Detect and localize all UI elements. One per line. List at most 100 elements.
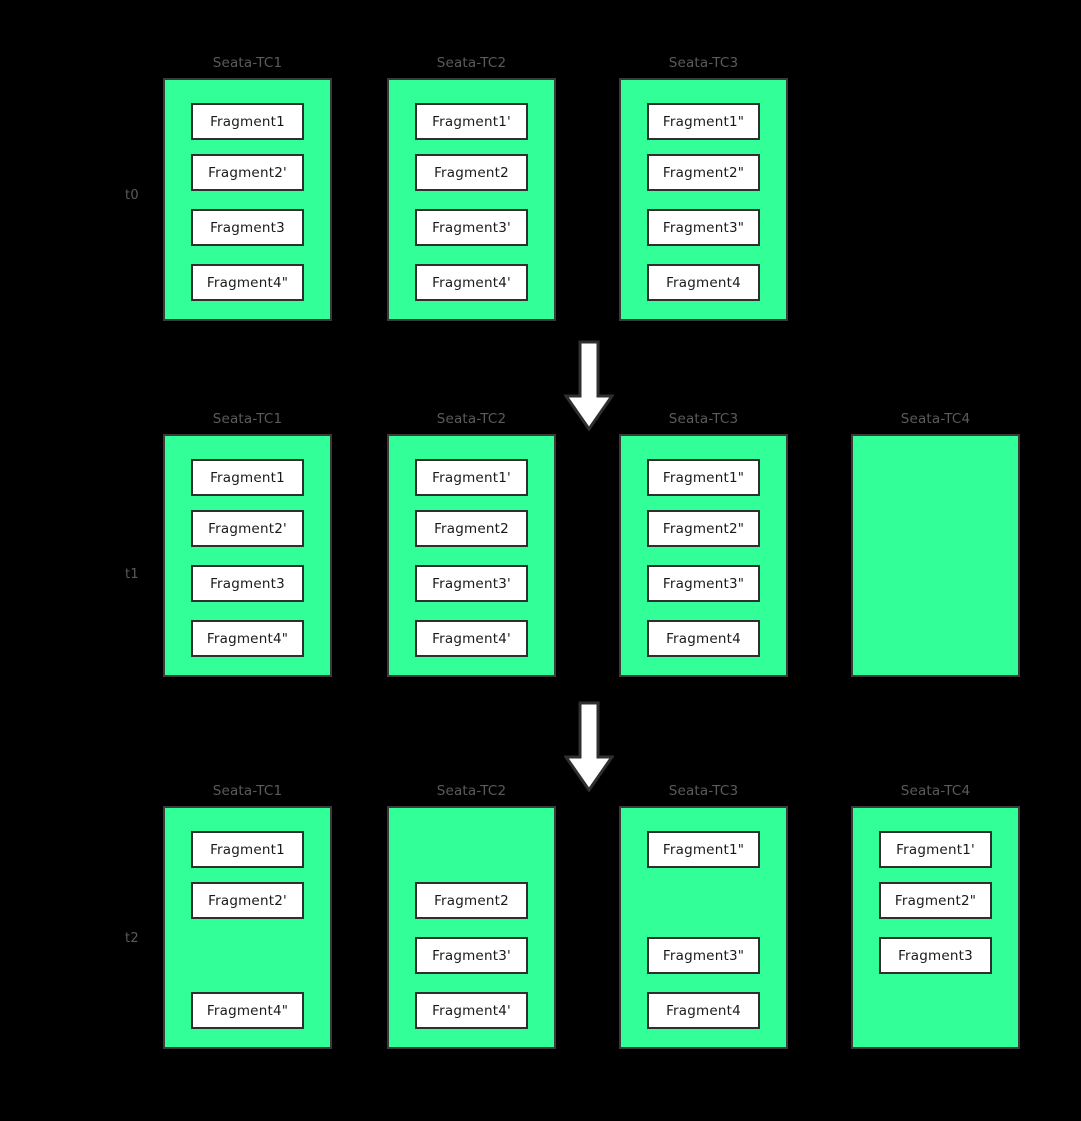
fragment-slot-empty [879, 620, 992, 657]
fragment-box: Fragment2 [415, 882, 528, 919]
tc-title-2: Seata-TC2 [436, 411, 507, 427]
fragment-slot-3: Fragment3 [191, 565, 304, 602]
fragment-slot-empty [647, 882, 760, 919]
fragment-slot-empty [879, 459, 992, 496]
fragment-slot-1: Fragment1" [647, 459, 760, 496]
tc-panel-4: Fragment1' Fragment2" Fragment3 [851, 806, 1020, 1049]
fragment-box: Fragment3" [647, 209, 760, 246]
fragment-box: Fragment3 [879, 937, 992, 974]
fragment-box: Fragment2' [191, 882, 304, 919]
fragment-box: Fragment3 [191, 565, 304, 602]
fragment-box: Fragment4' [415, 620, 528, 657]
fragment-slot-1: Fragment1' [415, 103, 528, 140]
tc-panel-3: Fragment1" Fragment2" Fragment3" Fragment4 [619, 78, 788, 321]
fragment-box: Fragment2 [415, 154, 528, 191]
fragment-box: Fragment3' [415, 937, 528, 974]
fragment-box: Fragment1' [415, 459, 528, 496]
fragment-box: Fragment3' [415, 565, 528, 602]
fragment-box: Fragment1" [647, 459, 760, 496]
fragment-box: Fragment1" [647, 103, 760, 140]
fragment-slot-3: Fragment3' [415, 937, 528, 974]
transition-arrow-t0-to-t1 [564, 340, 614, 432]
fragment-box: Fragment4' [415, 264, 528, 301]
fragment-box: Fragment2" [647, 154, 760, 191]
down-arrow-icon [564, 340, 614, 432]
fragment-slot-1: Fragment1' [879, 831, 992, 868]
fragment-box: Fragment1' [415, 103, 528, 140]
fragment-slot-empty [879, 510, 992, 547]
fragment-slot-2: Fragment2 [415, 510, 528, 547]
tc-title-2: Seata-TC2 [436, 783, 507, 799]
down-arrow-icon [564, 701, 614, 793]
fragment-slot-2: Fragment2 [415, 882, 528, 919]
tc-panel-3: Fragment1" Fragment3" Fragment4 [619, 806, 788, 1049]
fragment-slot-3: Fragment3" [647, 937, 760, 974]
fragment-slot-2: Fragment2' [191, 510, 304, 547]
fragment-slot-4: Fragment4" [191, 992, 304, 1029]
fragment-slot-4 [879, 620, 992, 657]
fragment-box: Fragment4" [191, 992, 304, 1029]
fragment-slot-3: Fragment3" [647, 565, 760, 602]
fragment-slot-1: Fragment1 [191, 103, 304, 140]
fragment-slot-4: Fragment4' [415, 992, 528, 1029]
fragment-box: Fragment4" [191, 264, 304, 301]
fragment-slot-2 [647, 882, 760, 919]
fragment-box: Fragment4 [647, 620, 760, 657]
fragment-box: Fragment2" [879, 882, 992, 919]
fragment-slot-2 [879, 510, 992, 547]
fragment-slot-1 [879, 459, 992, 496]
time-label-t0: t0 [125, 188, 139, 203]
tc-title-3: Seata-TC3 [668, 55, 739, 71]
fragment-slot-1: Fragment1" [647, 831, 760, 868]
fragment-slot-empty [879, 565, 992, 602]
fragment-box: Fragment3" [647, 937, 760, 974]
fragment-slot-4: Fragment4" [191, 264, 304, 301]
tc-panel-4 [851, 434, 1020, 677]
fragment-box: Fragment3 [191, 209, 304, 246]
fragment-slot-3 [879, 565, 992, 602]
tc-panel-3: Fragment1"Fragment2"Fragment3"Fragment4 [619, 434, 788, 677]
fragment-box: Fragment1 [191, 103, 304, 140]
fragment-box: Fragment1' [879, 831, 992, 868]
time-label-t1: t1 [125, 567, 139, 582]
time-label-t2: t2 [125, 931, 139, 946]
tc-title-1: Seata-TC1 [212, 55, 283, 71]
fragment-slot-3: Fragment3 [879, 937, 992, 974]
fragment-slot-2: Fragment2' [191, 154, 304, 191]
fragment-slot-2: Fragment2' [191, 882, 304, 919]
fragment-box: Fragment1 [191, 459, 304, 496]
fragment-slot-4: Fragment4 [647, 264, 760, 301]
fragment-box: Fragment1" [647, 831, 760, 868]
tc-title-2: Seata-TC2 [436, 55, 507, 71]
fragment-slot-1: Fragment1 [191, 831, 304, 868]
fragment-slot-empty [879, 992, 992, 1029]
fragment-slot-1 [415, 831, 528, 868]
tc-title-3: Seata-TC3 [668, 411, 739, 427]
fragment-slot-1: Fragment1" [647, 103, 760, 140]
fragment-slot-4: Fragment4 [647, 620, 760, 657]
fragment-slot-4: Fragment4 [647, 992, 760, 1029]
transition-arrow-t1-to-t2 [564, 701, 614, 793]
fragment-slot-3: Fragment3" [647, 209, 760, 246]
fragment-slot-empty [415, 831, 528, 868]
tc-title-4: Seata-TC4 [900, 783, 971, 799]
tc-title-1: Seata-TC1 [212, 783, 283, 799]
fragment-box: Fragment2' [191, 510, 304, 547]
fragment-box: Fragment4' [415, 992, 528, 1029]
fragment-slot-4: Fragment4' [415, 264, 528, 301]
fragment-slot-3: Fragment3 [191, 209, 304, 246]
fragment-slot-4: Fragment4" [191, 620, 304, 657]
fragment-box: Fragment1 [191, 831, 304, 868]
fragment-slot-2: Fragment2" [879, 882, 992, 919]
fragment-slot-4: Fragment4' [415, 620, 528, 657]
fragment-box: Fragment2' [191, 154, 304, 191]
fragment-slot-1: Fragment1' [415, 459, 528, 496]
